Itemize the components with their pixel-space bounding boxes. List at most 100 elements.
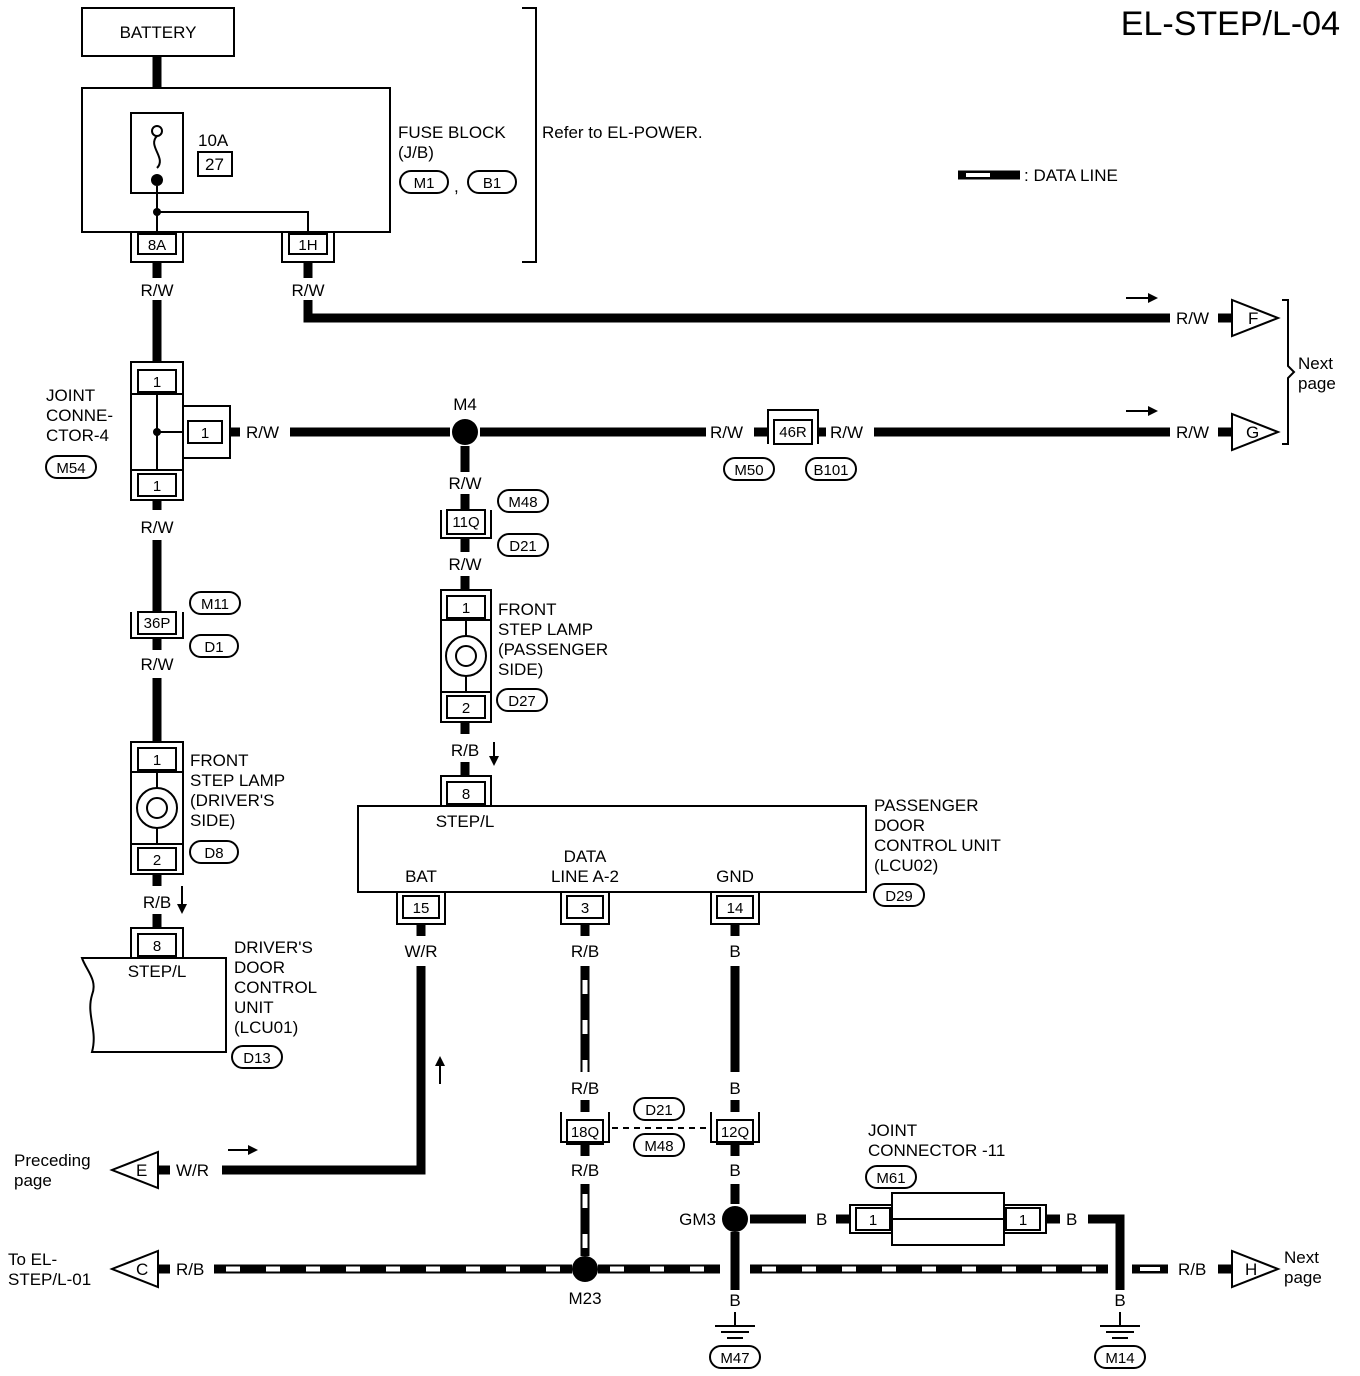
bracket-power bbox=[522, 7, 537, 263]
svg-text:CONNECTOR -11: CONNECTOR -11 bbox=[868, 1141, 1005, 1160]
arrow-down-icon bbox=[177, 886, 187, 914]
svg-text:page: page bbox=[14, 1171, 52, 1190]
connector-36p: 36P M11 D1 bbox=[130, 591, 241, 658]
wire-label: R/W bbox=[710, 423, 743, 442]
svg-text:CONTROL UNIT: CONTROL UNIT bbox=[874, 836, 1001, 855]
joint-connector-11: 1 1 JOINT CONNECTOR -11 M61 bbox=[849, 1121, 1047, 1246]
svg-text:FRONT: FRONT bbox=[498, 600, 557, 619]
page-id: EL-STEP/L-04 bbox=[1121, 5, 1340, 43]
svg-text:11Q: 11Q bbox=[452, 514, 479, 531]
wire-label: R/W bbox=[1176, 309, 1209, 328]
svg-text:1: 1 bbox=[869, 1212, 877, 1229]
arrow-right-icon bbox=[1126, 293, 1158, 303]
svg-text:GND: GND bbox=[716, 867, 754, 886]
connector-46r: 46R M50 B101 bbox=[723, 409, 857, 481]
svg-text:M54: M54 bbox=[56, 460, 85, 477]
fuse-number: 27 bbox=[205, 155, 224, 174]
next-page-bracket bbox=[1282, 299, 1296, 445]
svg-text:36P: 36P bbox=[144, 615, 171, 632]
svg-text:UNIT: UNIT bbox=[234, 998, 274, 1017]
svg-text:1: 1 bbox=[462, 600, 470, 617]
svg-text:LINE A-2: LINE A-2 bbox=[551, 867, 619, 886]
driver-step-lamp: 1 2 FRONT STEP LAMP (DRIVER'S SIDE) D8 bbox=[130, 741, 285, 875]
data-line-label: : DATA LINE bbox=[1024, 166, 1118, 185]
svg-text:DRIVER'S: DRIVER'S bbox=[234, 938, 313, 957]
svg-text:D13: D13 bbox=[243, 1050, 271, 1067]
svg-text:F: F bbox=[1248, 309, 1258, 328]
arrow-up-icon bbox=[435, 1056, 445, 1084]
svg-text:8: 8 bbox=[153, 938, 161, 955]
wire-label: B bbox=[729, 942, 740, 961]
connector-18q: 18Q bbox=[560, 1112, 610, 1145]
svg-text:15: 15 bbox=[413, 900, 430, 917]
splice-m4 bbox=[452, 419, 478, 445]
lamp-icon bbox=[455, 645, 477, 667]
offpage-g: G bbox=[1231, 412, 1281, 452]
wire-label: R/W bbox=[246, 423, 279, 442]
wire-label: R/B bbox=[176, 1260, 204, 1279]
svg-text:M48: M48 bbox=[508, 494, 537, 511]
svg-text:Next: Next bbox=[1298, 354, 1333, 373]
battery-label: BATTERY bbox=[120, 23, 197, 42]
svg-text:page: page bbox=[1284, 1268, 1322, 1287]
svg-text:PASSENGER: PASSENGER bbox=[874, 796, 979, 815]
svg-text:Next: Next bbox=[1284, 1248, 1319, 1267]
svg-text:46R: 46R bbox=[779, 424, 807, 441]
svg-text:SIDE): SIDE) bbox=[498, 660, 543, 679]
conn-m1: M1 bbox=[414, 175, 435, 192]
svg-text:(DRIVER'S: (DRIVER'S bbox=[190, 791, 274, 810]
svg-text:D8: D8 bbox=[204, 845, 223, 862]
svg-text:Preceding: Preceding bbox=[14, 1151, 91, 1170]
svg-text:JOINT: JOINT bbox=[46, 386, 95, 405]
svg-text:D1: D1 bbox=[204, 639, 223, 656]
refer-power: Refer to EL-POWER. bbox=[542, 123, 703, 142]
svg-text:1: 1 bbox=[1019, 1212, 1027, 1229]
connector-12q: 12Q bbox=[710, 1112, 760, 1145]
svg-text:2: 2 bbox=[462, 700, 470, 717]
svg-text:STEP/L-01: STEP/L-01 bbox=[8, 1270, 91, 1289]
svg-text:2: 2 bbox=[153, 852, 161, 869]
wire-label: B bbox=[1114, 1291, 1125, 1310]
fuse-block-label: FUSE BLOCK bbox=[398, 123, 506, 142]
ground-icon bbox=[1100, 1325, 1140, 1339]
svg-text:M11: M11 bbox=[201, 596, 229, 613]
wire-label: R/W bbox=[140, 281, 173, 300]
ground-m47: M47 bbox=[720, 1350, 749, 1367]
pin-8a: 8A bbox=[148, 237, 166, 254]
fuse-block-label-2: (J/B) bbox=[398, 143, 434, 162]
passenger-door-control-unit: 8 STEP/L BAT DATA LINE A-2 GND PASSENGER… bbox=[357, 775, 1001, 925]
svg-text:(LCU02): (LCU02) bbox=[874, 856, 938, 875]
wire-label: B bbox=[1066, 1210, 1077, 1229]
svg-text:SIDE): SIDE) bbox=[190, 811, 235, 830]
svg-text:1: 1 bbox=[201, 425, 209, 442]
svg-text:3: 3 bbox=[581, 900, 589, 917]
svg-text:1: 1 bbox=[153, 752, 161, 769]
wire-label: R/B bbox=[571, 1161, 599, 1180]
svg-text:M61: M61 bbox=[876, 1170, 905, 1187]
svg-text:B101: B101 bbox=[813, 462, 848, 479]
svg-text:D29: D29 bbox=[885, 888, 913, 905]
svg-text:page: page bbox=[1298, 374, 1336, 393]
wire-label: B bbox=[729, 1161, 740, 1180]
svg-text:M50: M50 bbox=[734, 462, 763, 479]
conn-m48: M48 bbox=[644, 1138, 673, 1155]
svg-text:To EL-: To EL- bbox=[8, 1250, 57, 1269]
conn-b1: B1 bbox=[483, 175, 501, 192]
svg-text:STEP/L: STEP/L bbox=[436, 812, 495, 831]
svg-text:STEP LAMP: STEP LAMP bbox=[498, 620, 593, 639]
arrow-right-icon bbox=[228, 1145, 258, 1155]
svg-text:CTOR-4: CTOR-4 bbox=[46, 426, 109, 445]
svg-text:G: G bbox=[1246, 423, 1259, 442]
wire-label: R/B bbox=[1178, 1260, 1206, 1279]
wire-label: R/B bbox=[143, 893, 171, 912]
svg-text:DOOR: DOOR bbox=[874, 816, 925, 835]
splice-m23 bbox=[572, 1256, 598, 1282]
ground-m14: M14 bbox=[1105, 1350, 1134, 1367]
offpage-c: C bbox=[109, 1249, 159, 1289]
svg-text:(PASSENGER: (PASSENGER bbox=[498, 640, 608, 659]
wire-label: R/W bbox=[1176, 423, 1209, 442]
fuse-block: 10A 27 FUSE BLOCK (J/B) M1 , B1 8A 1H bbox=[81, 87, 517, 263]
splice-m23-label: M23 bbox=[568, 1289, 601, 1308]
driver-door-control-unit: 8 STEP/L DRIVER'S DOOR CONTROL UNIT (LCU… bbox=[80, 927, 317, 1069]
